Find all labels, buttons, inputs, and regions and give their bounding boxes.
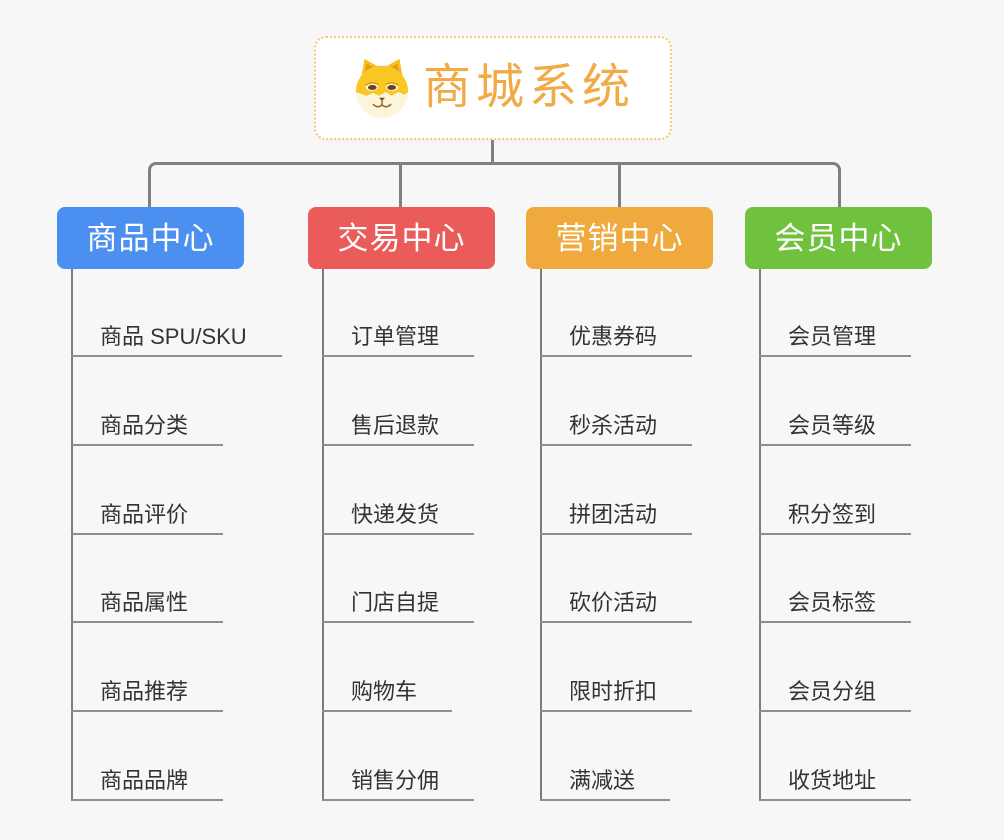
leaf-item[interactable]: 拼团活动 [540, 495, 693, 535]
leaf-item[interactable]: 商品 SPU/SKU [71, 317, 282, 357]
leaf-item[interactable]: 满减送 [540, 761, 671, 801]
branch-connector-bar [148, 162, 841, 208]
leaf-item[interactable]: 会员等级 [759, 406, 912, 446]
leaf-item[interactable]: 收货地址 [759, 761, 912, 801]
leaf-item[interactable]: 销售分佣 [322, 761, 475, 801]
branch-label: 会员中心 [774, 220, 903, 256]
leaf-item-label: 门店自提 [351, 590, 440, 615]
leaf-item-label: 会员标签 [788, 590, 877, 615]
leaf-item-label: 积分签到 [788, 502, 877, 527]
branch-label: 交易中心 [337, 220, 466, 256]
leaf-item[interactable]: 积分签到 [759, 495, 912, 535]
root-connector-stub [491, 140, 494, 165]
leaf-item-label: 销售分佣 [351, 768, 440, 793]
trunk-line [322, 269, 324, 801]
trunk-line [759, 269, 761, 801]
leaf-item[interactable]: 商品推荐 [71, 672, 224, 712]
branch-node-member-center[interactable]: 会员中心 [745, 207, 932, 269]
leaf-item-label: 拼团活动 [569, 502, 658, 527]
leaf-item[interactable]: 商品品牌 [71, 761, 224, 801]
leaf-item-label: 秒杀活动 [569, 413, 658, 438]
leaf-item-label: 会员等级 [788, 413, 877, 438]
leaf-item-label: 商品评价 [100, 502, 189, 527]
leaf-item[interactable]: 商品分类 [71, 406, 224, 446]
leaf-item-label: 收货地址 [788, 768, 877, 793]
leaf-item-label: 商品分类 [100, 413, 189, 438]
leaf-item-label: 商品属性 [100, 590, 189, 615]
leaf-item-label: 会员管理 [788, 324, 877, 349]
branch-node-product-center[interactable]: 商品中心 [57, 207, 244, 269]
doge-icon [351, 55, 413, 121]
leaf-item[interactable]: 会员标签 [759, 583, 912, 623]
leaf-item-label: 商品推荐 [100, 679, 189, 704]
leaf-item[interactable]: 商品属性 [71, 583, 224, 623]
leaf-item[interactable]: 门店自提 [322, 583, 475, 623]
leaf-item[interactable]: 售后退款 [322, 406, 475, 446]
branch-node-marketing-center[interactable]: 营销中心 [526, 207, 713, 269]
leaf-item-label: 商品品牌 [100, 768, 189, 793]
leaf-item[interactable]: 会员管理 [759, 317, 912, 357]
leaf-item[interactable]: 订单管理 [322, 317, 475, 357]
branch-label: 商品中心 [86, 220, 215, 256]
leaf-item-label: 限时折扣 [569, 679, 658, 704]
leaf-item-label: 购物车 [351, 679, 418, 704]
leaf-item-label: 砍价活动 [569, 590, 658, 615]
leaf-item[interactable]: 限时折扣 [540, 672, 693, 712]
root-title: 商城系统 [422, 61, 635, 114]
leaf-item-label: 满减送 [569, 768, 636, 793]
leaf-item-label: 售后退款 [351, 413, 440, 438]
leaf-item-label: 订单管理 [351, 324, 440, 349]
branch-label: 营销中心 [555, 220, 684, 256]
trunk-line [71, 269, 73, 801]
trunk-line [540, 269, 542, 801]
leaf-item[interactable]: 秒杀活动 [540, 406, 693, 446]
leaf-item[interactable]: 优惠券码 [540, 317, 693, 357]
connector-drop [399, 164, 402, 208]
connector-drop [618, 164, 621, 208]
leaf-item-label: 优惠券码 [569, 324, 658, 349]
leaf-item[interactable]: 砍价活动 [540, 583, 693, 623]
root-node[interactable]: 商城系统 [314, 36, 672, 140]
leaf-item[interactable]: 会员分组 [759, 672, 912, 712]
leaf-item[interactable]: 商品评价 [71, 495, 224, 535]
leaf-item-label: 商品 SPU/SKU [100, 324, 247, 349]
leaf-item-label: 快递发货 [351, 502, 440, 527]
leaf-item-label: 会员分组 [788, 679, 877, 704]
leaf-item[interactable]: 购物车 [322, 672, 453, 712]
leaf-item[interactable]: 快递发货 [322, 495, 475, 535]
branch-node-trade-center[interactable]: 交易中心 [308, 207, 495, 269]
